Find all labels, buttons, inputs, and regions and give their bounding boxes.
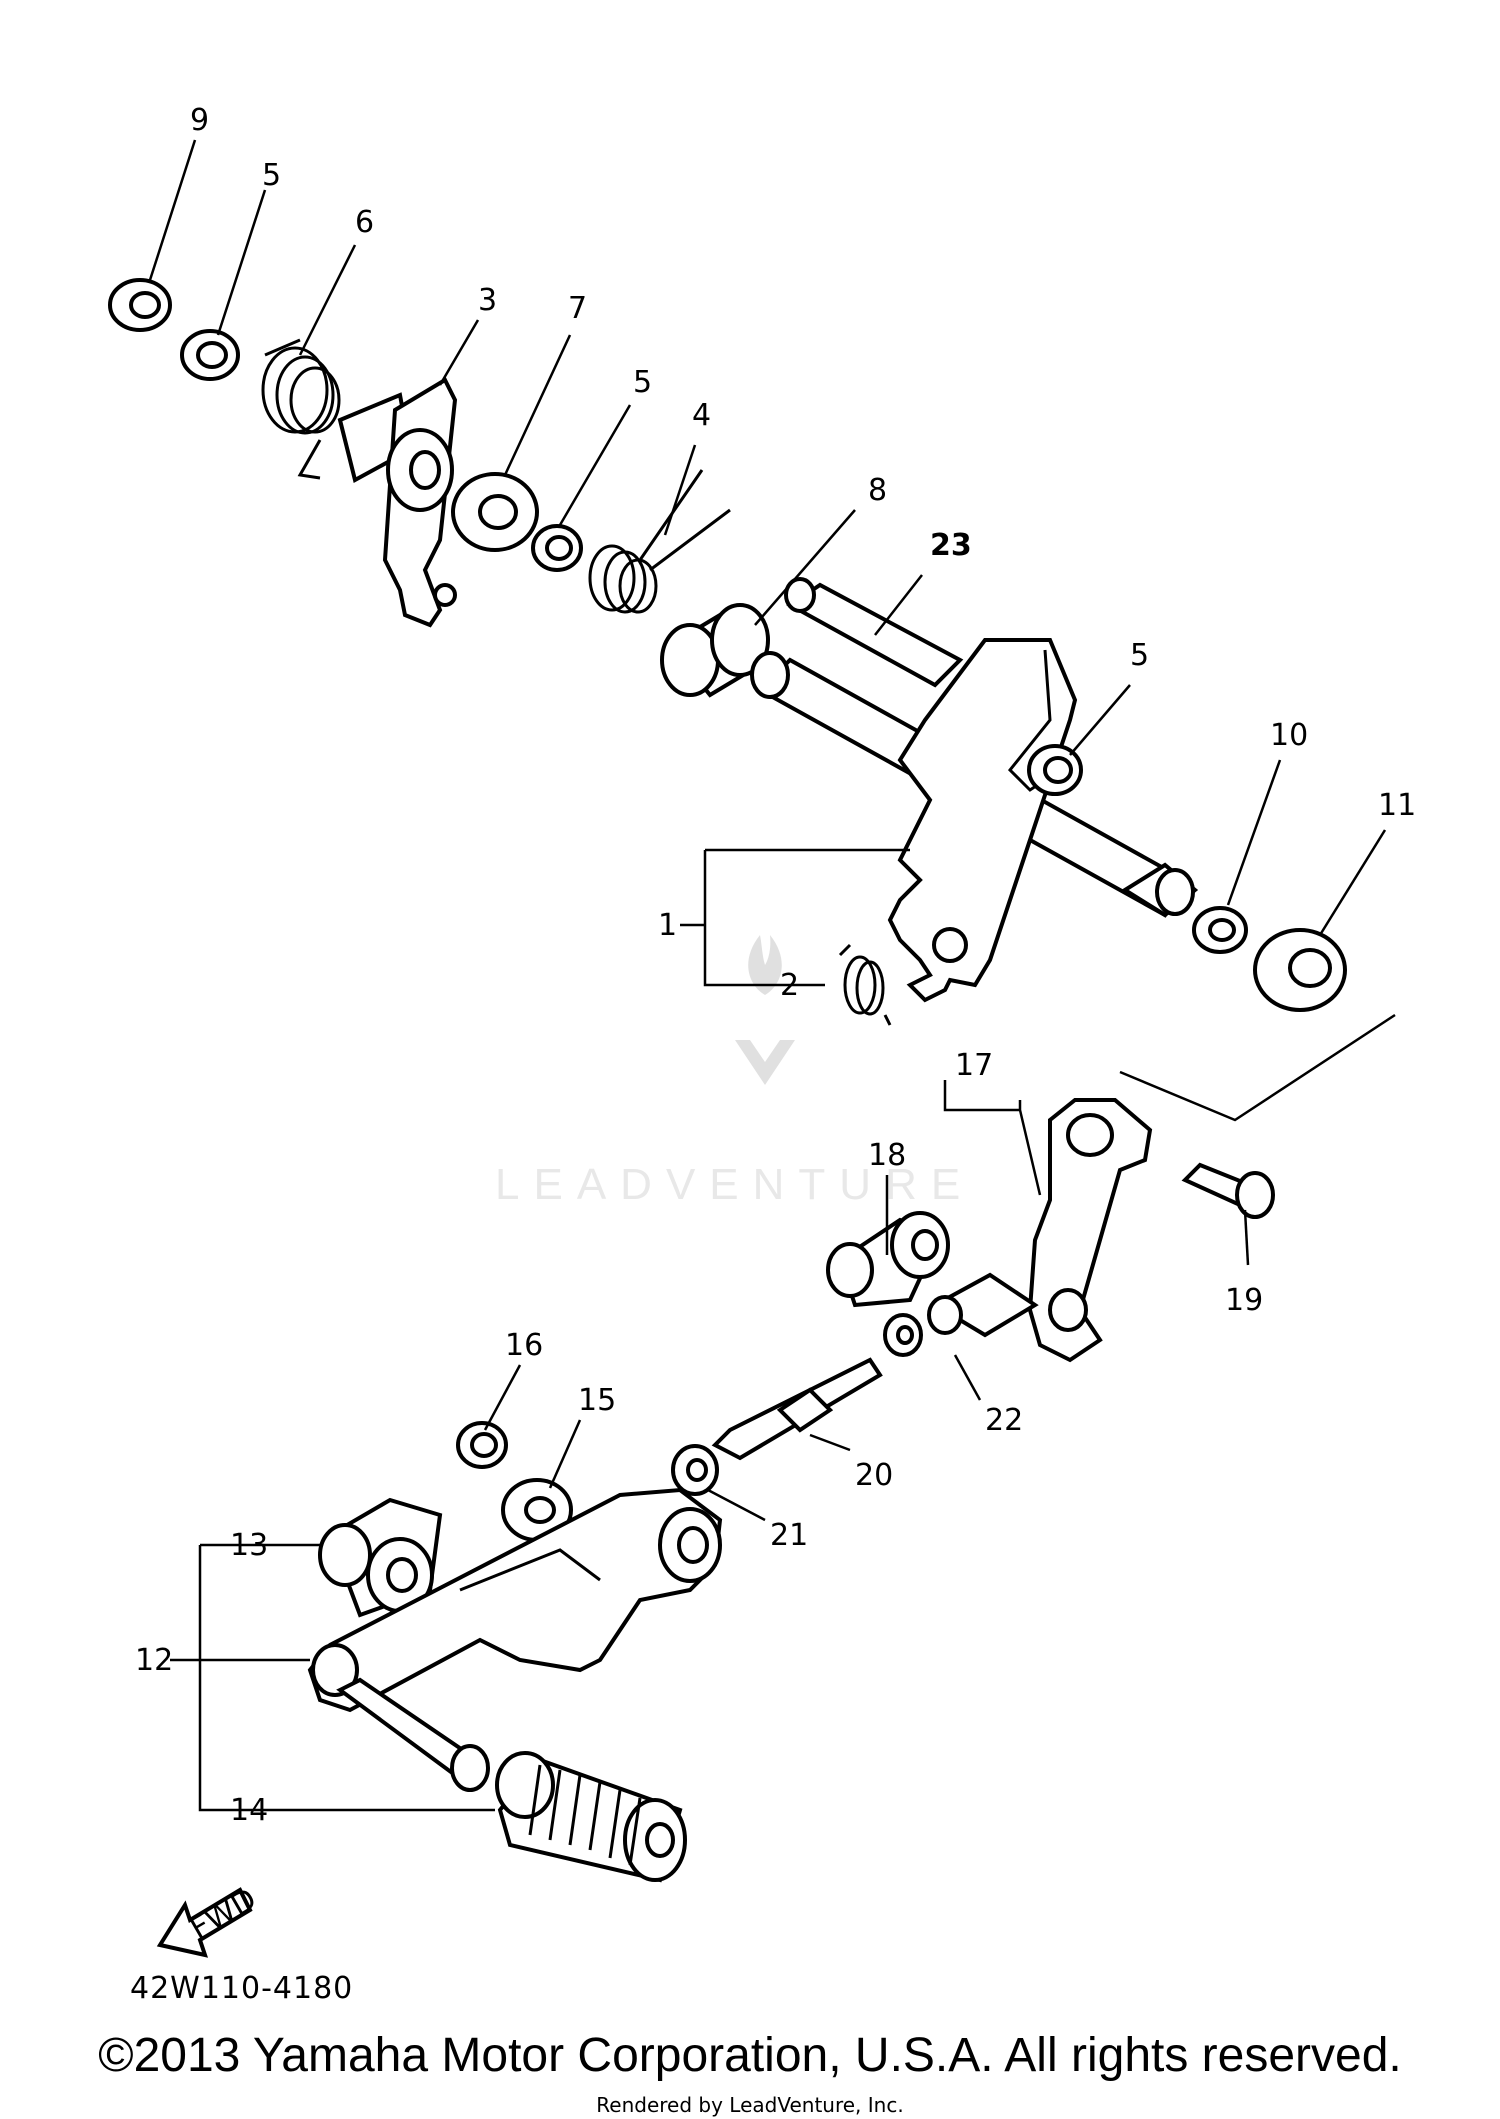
callout-12: 12 [135,1643,173,1678]
shift-shaft-1 [750,638,1199,1003]
fwd-arrow-icon: FWD [156,1882,263,1958]
circlip-5c [1027,744,1083,796]
watermark-logo-icon [735,935,795,1085]
shift-arm-17 [927,1098,1153,1363]
callout-7: 7 [568,291,587,326]
callout-5: 5 [262,158,281,193]
spring-2 [838,943,892,1026]
pin-23 [784,577,964,688]
nut-21 [671,1444,719,1496]
callout-23: 23 [930,528,972,563]
adjusting-rod-20 [711,1357,883,1461]
rod-end-13 [318,1497,443,1618]
callout-16: 16 [505,1328,543,1363]
lever-3 [337,377,458,628]
circlip-16 [456,1421,508,1469]
callout-labels: 9 5 6 3 7 5 4 8 23 5 10 11 1 2 17 18 19 … [130,103,1416,2006]
callout-1: 1 [658,908,677,943]
callout-18: 18 [868,1138,906,1173]
bolt-19 [1181,1162,1275,1219]
callout-10: 10 [1270,718,1308,753]
rendered-by-note: Rendered by LeadVenture, Inc. [596,2093,904,2117]
watermark-text: LEADVENTURE [495,1160,975,1209]
callout-14: 14 [230,1793,268,1828]
callout-5c: 5 [1130,638,1149,673]
callout-15: 15 [578,1383,616,1418]
pedal-rubber-14 [495,1751,687,1883]
svg-text:FWD: FWD [184,1882,262,1947]
circlip-5a [180,329,240,381]
oil-seal-11 [1253,928,1347,1012]
part-number-code: 42W110-4180 [130,1971,353,2006]
callout-13: 13 [230,1528,268,1563]
callout-6: 6 [355,205,374,240]
callout-11: 11 [1378,788,1416,823]
spring-6 [261,338,341,480]
callout-17: 17 [955,1048,993,1083]
washer-10 [1192,906,1248,954]
callout-19: 19 [1225,1283,1263,1318]
torsion-spring-4 [588,469,731,614]
callout-3: 3 [478,283,497,318]
nut-22 [883,1313,923,1357]
callout-8: 8 [868,473,887,508]
circlip-5b [531,524,583,572]
callout-22: 22 [985,1403,1023,1438]
callout-2: 2 [780,968,799,1003]
washer-9 [108,278,172,332]
callout-9: 9 [190,103,209,138]
washer-7 [451,472,539,552]
callout-5b: 5 [633,365,652,400]
callout-21: 21 [770,1518,808,1553]
leader-lines [148,139,1396,1812]
copyright-notice: ©2013 Yamaha Motor Corporation, U.S.A. A… [98,2029,1402,2082]
callout-20: 20 [855,1458,893,1493]
shift-pedal-12 [307,1487,723,1792]
callout-4: 4 [692,398,711,433]
rod-end-18 [826,1211,950,1308]
